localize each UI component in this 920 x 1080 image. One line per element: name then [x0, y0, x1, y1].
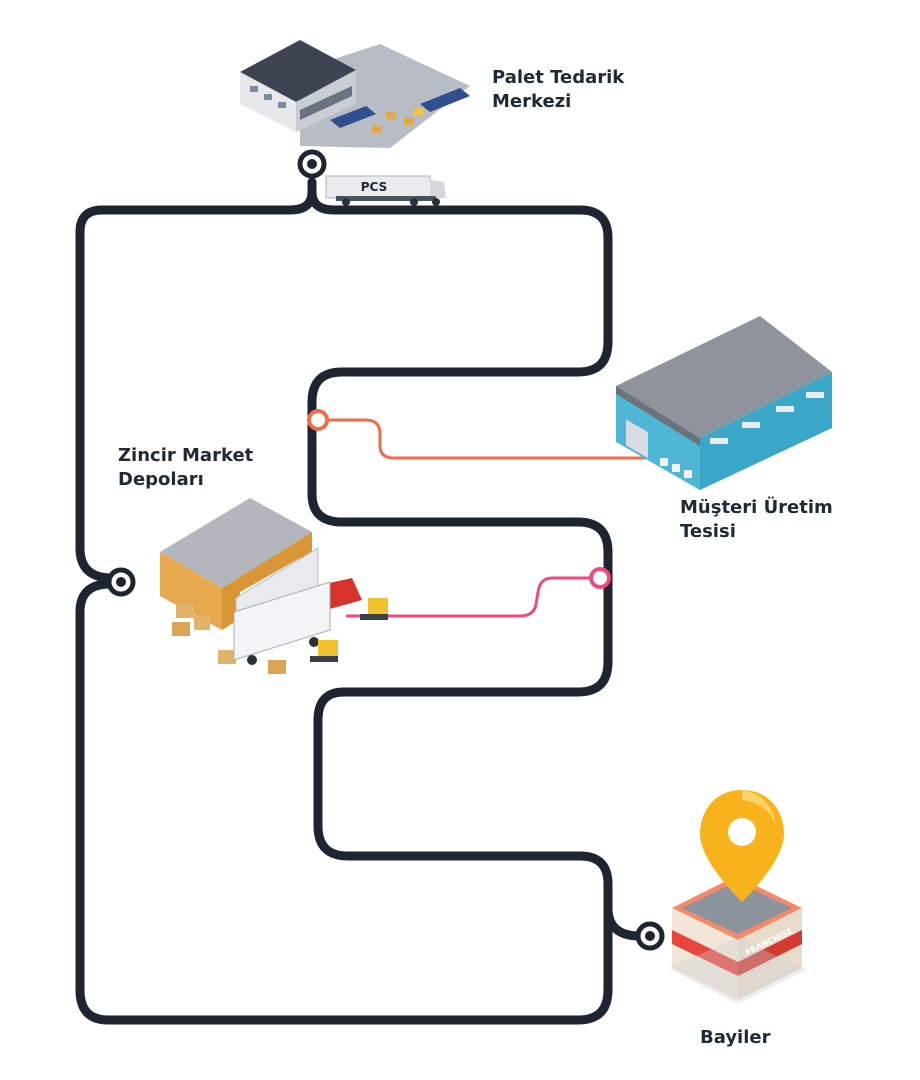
dealers-label: Bayiler [700, 1026, 770, 1050]
chain-market-label-line2: Depoları [118, 469, 204, 490]
factory-label-line2: Tesisi [680, 521, 736, 542]
factory-link-line [318, 418, 648, 460]
node-factory [307, 409, 329, 431]
location-pin-icon [700, 790, 784, 902]
dealers-label-text: Bayiler [700, 1027, 771, 1048]
warehouse-icon [240, 40, 470, 148]
store-icon: FRANCHISE [668, 876, 806, 1004]
distribution-warehouse-icon [160, 498, 388, 674]
factory-icon [616, 316, 832, 490]
route-path [75, 177, 645, 1025]
chain-market-label-line1: Zincir Market [118, 445, 254, 466]
truck-brand: PCS [361, 180, 387, 194]
supplier-label-line1: Palet Tedarik [492, 67, 625, 88]
market-link-line [346, 576, 598, 618]
node-chain-market [106, 567, 136, 597]
chain-market-label: Zincir Market Depoları [118, 444, 253, 492]
factory-label-line1: Müşteri Üretim [680, 497, 833, 518]
supplier-label: Palet Tedarik Merkezi [492, 66, 624, 114]
node-supplier [297, 149, 327, 179]
supplier-label-line2: Merkezi [492, 91, 572, 112]
node-dealers [635, 921, 665, 951]
truck-icon: PCS [325, 175, 446, 206]
factory-label: Müşteri Üretim Tesisi [680, 496, 833, 544]
node-market-link [589, 567, 611, 589]
